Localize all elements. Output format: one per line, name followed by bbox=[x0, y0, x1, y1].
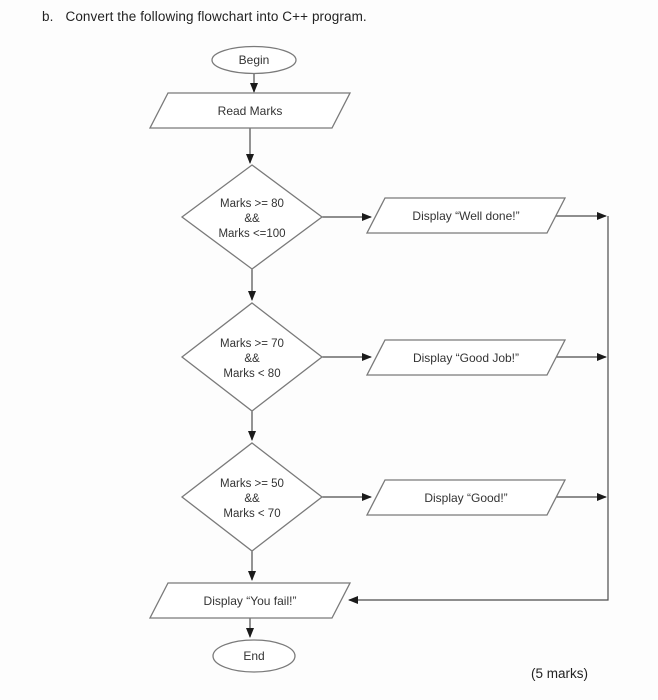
display-3-label: Display “Good!” bbox=[424, 491, 507, 505]
end-terminator bbox=[212, 639, 296, 673]
begin-terminator bbox=[211, 45, 297, 75]
fail-parallelogram bbox=[148, 582, 352, 619]
marks-note: (5 marks) bbox=[531, 666, 588, 681]
decision-3-diamond bbox=[180, 442, 324, 552]
decision-2-condition-line1: Marks >= 70 bbox=[220, 338, 284, 350]
begin-label: Begin bbox=[239, 53, 270, 67]
decision-3-condition-line3: Marks < 70 bbox=[223, 508, 280, 520]
end-label: End bbox=[243, 649, 264, 663]
display-2-label: Display “Good Job!” bbox=[413, 351, 519, 365]
question-text: Convert the following flowchart into C++… bbox=[65, 9, 367, 24]
decision-1-condition-line2: && bbox=[244, 213, 260, 225]
decision-3-condition-line2: && bbox=[244, 493, 260, 505]
question-label: b. bbox=[42, 9, 54, 24]
fail-label: Display “You fail!” bbox=[204, 594, 297, 608]
decision-2-diamond bbox=[180, 302, 324, 412]
display-1-label: Display “Well done!” bbox=[412, 209, 519, 223]
display-2-parallelogram bbox=[365, 339, 567, 376]
decision-1-condition-line1: Marks >= 80 bbox=[220, 198, 284, 210]
connector-rail-to-fail bbox=[348, 216, 609, 604]
decision-3-condition-line1: Marks >= 50 bbox=[220, 478, 284, 490]
decision-1-diamond bbox=[180, 164, 324, 270]
decision-1-condition-line3: Marks <=100 bbox=[218, 228, 285, 240]
display-1-parallelogram bbox=[365, 197, 567, 234]
read-marks-parallelogram bbox=[148, 92, 352, 129]
question-line: b. Convert the following flowchart into C… bbox=[42, 9, 367, 24]
display-3-parallelogram bbox=[365, 479, 567, 516]
decision-2-condition-line3: Marks < 80 bbox=[223, 368, 280, 380]
decision-2-condition-line2: && bbox=[244, 353, 260, 365]
read-marks-label: Read Marks bbox=[218, 104, 283, 118]
